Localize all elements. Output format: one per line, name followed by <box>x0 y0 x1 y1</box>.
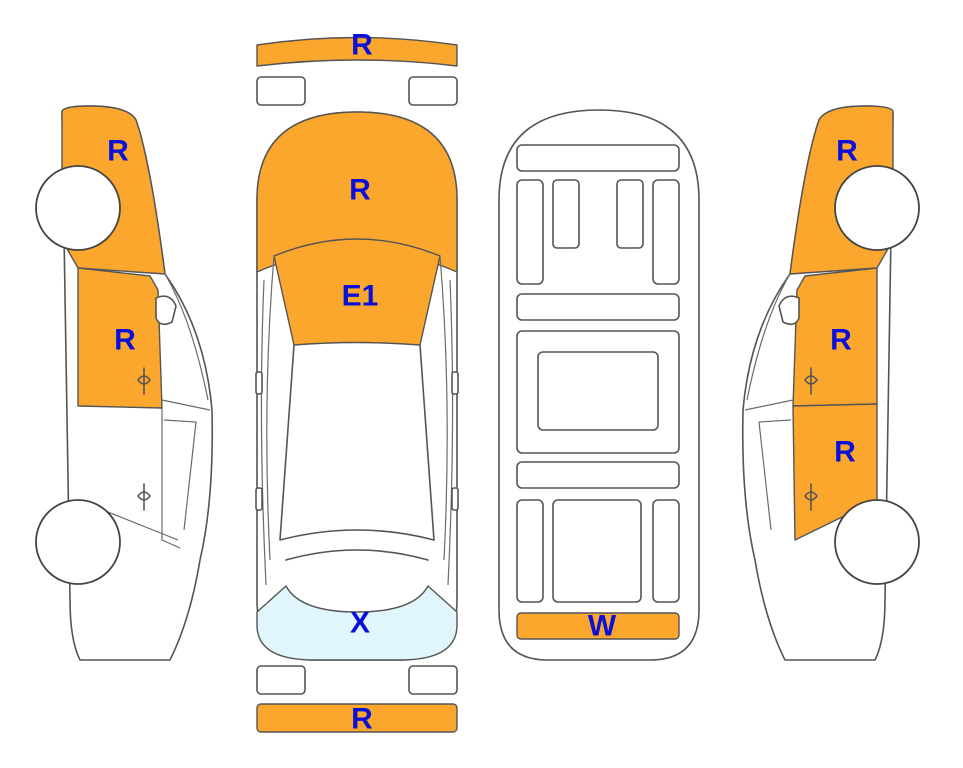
right-a-pillar-side <box>746 273 791 401</box>
left-side-line <box>260 279 267 586</box>
underbody-rear-code: W <box>588 610 617 643</box>
right-front-fender-code: R <box>836 135 858 168</box>
trunk-line <box>285 549 429 561</box>
right-rear-wheel <box>834 499 920 585</box>
rear-window-zone[interactable] <box>256 585 458 661</box>
left-front-door-zone[interactable] <box>77 267 163 409</box>
underbody-front-left <box>516 179 544 285</box>
underbody-rear-right <box>652 499 680 603</box>
rear-window-code: X <box>350 607 370 640</box>
right-window-line <box>744 399 794 411</box>
underbody-rear-zone[interactable] <box>516 612 680 640</box>
underbody-rear-bar <box>516 461 680 489</box>
damage-labels: R R E1 X R W R R R R R <box>107 29 858 736</box>
right-side-view <box>741 105 920 661</box>
underbody-front-inner-left <box>552 179 580 249</box>
left-rear-wheel <box>35 499 121 585</box>
left-front-wheel <box>35 165 121 251</box>
left-front-handle <box>137 367 151 395</box>
right-taillight <box>408 665 458 695</box>
top-view <box>255 36 459 733</box>
roof-outline <box>279 344 435 541</box>
left-front-fender-code: R <box>107 135 129 168</box>
left-rear-handle <box>255 487 263 511</box>
windshield-code: E1 <box>342 280 379 313</box>
left-a-pillar-side <box>164 273 209 401</box>
left-rear-door-edge <box>161 408 181 549</box>
left-front-door-code: R <box>114 324 136 357</box>
right-front-door-zone[interactable] <box>792 267 878 407</box>
underbody-rear-left <box>516 499 544 603</box>
underbody-front-right <box>652 179 680 285</box>
underbody-front-bar <box>516 144 680 172</box>
underbody-rear-center <box>552 499 642 603</box>
right-mirror-side <box>778 295 800 326</box>
right-side-line <box>447 279 454 586</box>
right-rear-door-code: R <box>834 436 856 469</box>
right-rear-window <box>758 419 792 531</box>
underbody-front-inner-right <box>616 179 644 249</box>
underbody-view <box>498 109 700 661</box>
left-rear-window <box>163 419 197 531</box>
windshield-zone[interactable] <box>273 238 441 346</box>
front-bumper-zone[interactable] <box>256 36 458 67</box>
right-mirror <box>451 371 459 395</box>
hood-code: R <box>349 174 371 207</box>
left-headlight <box>256 76 306 106</box>
left-mirror <box>255 371 263 395</box>
left-side-view <box>35 105 214 661</box>
front-bumper-code: R <box>351 29 373 62</box>
left-mirror-side <box>155 295 177 326</box>
rear-bumper-code: R <box>351 703 373 736</box>
right-front-wheel <box>834 165 920 251</box>
right-front-handle <box>804 367 818 395</box>
left-taillight <box>256 665 306 695</box>
right-rear-handle-side <box>804 483 818 511</box>
left-window-line <box>161 399 211 411</box>
underbody-center-tank <box>537 351 659 431</box>
right-front-door-code: R <box>830 324 852 357</box>
left-rear-handle-side <box>137 483 151 511</box>
right-headlight <box>408 76 458 106</box>
underbody-mid-bar <box>516 293 680 321</box>
right-rear-handle <box>451 487 459 511</box>
right-a-pillar <box>439 255 448 561</box>
left-a-pillar <box>266 255 275 561</box>
rear-bumper-zone[interactable] <box>256 703 458 733</box>
